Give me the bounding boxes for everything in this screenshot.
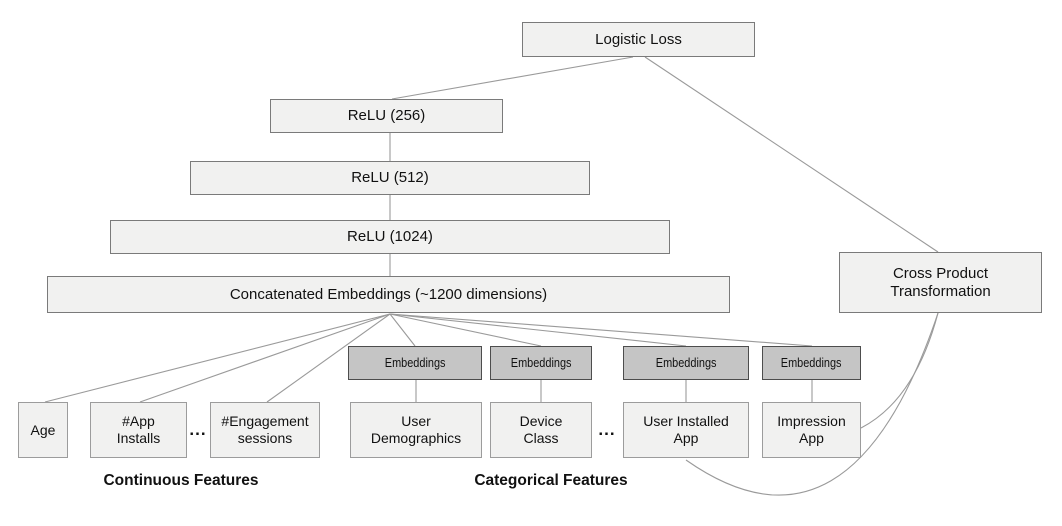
categorical-ellipsis: ...: [598, 420, 616, 439]
embeddings-label: Embeddings: [655, 355, 717, 371]
node-embeddings-impression-app: Embeddings: [762, 346, 861, 380]
embeddings-label: Embeddings: [510, 355, 572, 371]
node-feature-app-installs: #App Installs: [90, 402, 187, 458]
edge-crossproduct-to-impression: [860, 312, 939, 429]
embeddings-label: Embeddings: [781, 355, 842, 371]
continuous-ellipsis: ...: [189, 420, 207, 439]
edge-concat-age: [44, 313, 391, 403]
node-feature-user-demographics: User Demographics: [350, 402, 482, 458]
node-feature-age: Age: [18, 402, 68, 458]
embeddings-label: Embeddings: [384, 355, 446, 371]
edge-concat-emb3: [389, 313, 687, 347]
edge-loss-to-crossproduct: [644, 56, 939, 253]
node-relu-512: ReLU (512): [190, 161, 590, 195]
node-embeddings-user-demographics: Embeddings: [348, 346, 482, 380]
continuous-features-label: Continuous Features: [103, 472, 259, 489]
node-embeddings-user-installed-app: Embeddings: [623, 346, 749, 380]
node-concatenated-embeddings: Concatenated Embeddings (~1200 dimension…: [47, 276, 730, 313]
node-feature-device-class: Device Class: [490, 402, 592, 458]
node-feature-user-installed-app: User Installed App: [623, 402, 749, 458]
node-feature-impression-app: Impression App: [762, 402, 861, 458]
node-feature-engagement-sessions: #Engagement sessions: [210, 402, 320, 458]
categorical-features-label: Categorical Features: [474, 472, 628, 489]
edge-concat-emb4: [389, 313, 813, 347]
edge-concat-appinstalls: [139, 313, 391, 403]
edge-concat-emb2: [389, 313, 542, 347]
node-relu-256: ReLU (256): [270, 99, 503, 133]
node-cross-product-transformation: Cross Product Transformation: [839, 252, 1042, 313]
node-logistic-loss: Logistic Loss: [522, 22, 755, 57]
node-embeddings-device-class: Embeddings: [490, 346, 592, 380]
edge-concat-engagement: [266, 313, 391, 403]
edge-loss-to-relu256: [391, 56, 634, 100]
edge-concat-emb1: [389, 313, 416, 347]
node-relu-1024: ReLU (1024): [110, 220, 670, 254]
edge-crossproduct-to-userinstalled: [685, 312, 939, 496]
